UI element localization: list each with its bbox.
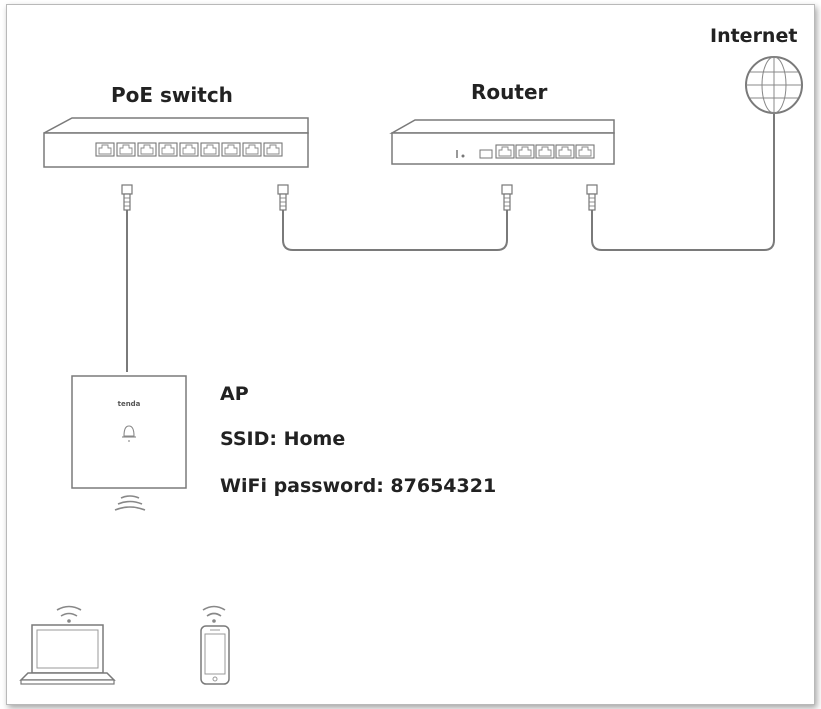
router-indicator-icon: [456, 150, 465, 158]
internet-label: Internet: [710, 25, 798, 47]
poe-switch-device: [43, 117, 309, 168]
cable-router-to-internet: [591, 114, 775, 251]
poe-switch-port: [263, 142, 283, 157]
connector-router-wan: [586, 184, 598, 211]
router-ports: [495, 144, 595, 159]
poe-switch-label: PoE switch: [111, 83, 233, 107]
laptop-client-icon: [19, 605, 116, 685]
poe-switch-port: [158, 142, 178, 157]
ap-wifi-password-label: WiFi password: 87654321: [220, 475, 497, 497]
poe-switch-port: [179, 142, 199, 157]
poe-switch-port: [242, 142, 262, 157]
poe-switch-port: [116, 142, 136, 157]
cable-switch-to-router: [282, 208, 508, 251]
router-port: [555, 144, 575, 159]
connector-router-lan: [501, 184, 513, 211]
router-port: [535, 144, 555, 159]
poe-switch-port: [221, 142, 241, 157]
poe-switch-port: [95, 142, 115, 157]
ap-wifi-signal-icon: [114, 495, 146, 511]
ap-status-light-icon: [122, 425, 136, 442]
router-label: Router: [471, 80, 548, 104]
poe-switch-ports: [95, 142, 283, 157]
connector-switch-uplink: [277, 184, 289, 211]
access-point-device: tenda: [71, 375, 187, 489]
poe-switch-port: [200, 142, 220, 157]
poe-switch-port: [137, 142, 157, 157]
router-device: [389, 119, 615, 165]
ap-brand-logo: tenda: [118, 400, 141, 408]
internet-globe-icon: [745, 56, 803, 114]
connector-switch-ap: [121, 184, 133, 211]
ap-ssid-label: SSID: Home: [220, 428, 346, 450]
ap-title: AP: [220, 383, 249, 405]
router-port: [515, 144, 535, 159]
router-port: [575, 144, 595, 159]
phone-client-icon: [200, 605, 230, 685]
router-port: [495, 144, 515, 159]
